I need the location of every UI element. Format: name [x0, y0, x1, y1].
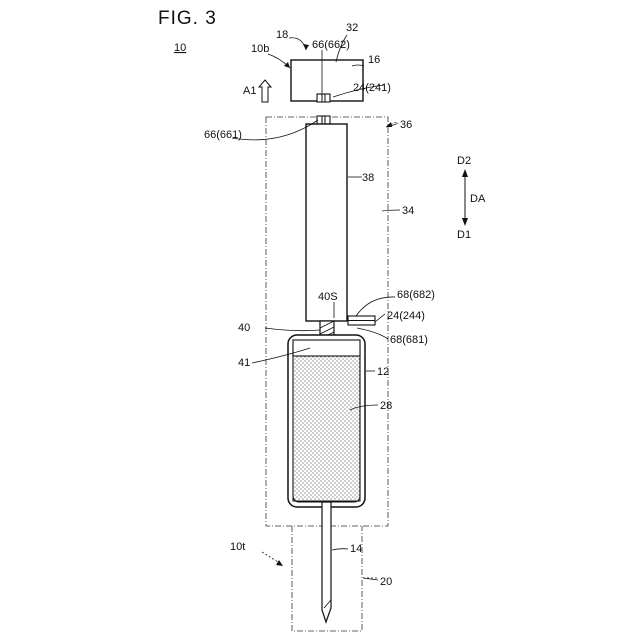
label-40S: 40S — [318, 291, 338, 303]
label-10b: 10b — [251, 43, 269, 55]
label-24-244: 24(244) — [387, 310, 425, 322]
label-16: 16 — [368, 54, 380, 66]
label-68-682: 68(682) — [397, 289, 435, 301]
device-ref-label: 10 — [174, 42, 186, 54]
drug-28 — [293, 356, 360, 501]
label-DA: DA — [470, 193, 486, 205]
label-40: 40 — [238, 322, 250, 334]
label-41: 41 — [238, 357, 250, 369]
sensor-661 — [317, 116, 330, 124]
label-A1: A1 — [243, 85, 256, 97]
label-68-681: 68(681) — [390, 334, 428, 346]
sensor-662 — [317, 94, 330, 102]
figure-title: FIG. 3 — [158, 8, 217, 29]
label-14: 14 — [350, 543, 362, 555]
label-D2: D2 — [457, 155, 471, 167]
label-38: 38 — [362, 172, 374, 184]
label-20: 20 — [380, 576, 392, 588]
arrow-A1 — [259, 80, 271, 102]
label-18: 18 — [276, 29, 288, 41]
label-12: 12 — [377, 366, 389, 378]
needle-14 — [322, 502, 331, 622]
label-D1: D1 — [457, 229, 471, 241]
label-36: 36 — [400, 119, 412, 131]
label-24-241: 24(241) — [353, 82, 391, 94]
label-10t: 10t — [230, 541, 245, 553]
gasket-41 — [293, 340, 360, 356]
label-66-661: 66(661) — [204, 129, 242, 141]
label-34: 34 — [402, 205, 414, 217]
label-28: 28 — [380, 400, 392, 412]
label-32: 32 — [346, 22, 358, 34]
label-66-662: 66(662) — [312, 39, 350, 51]
